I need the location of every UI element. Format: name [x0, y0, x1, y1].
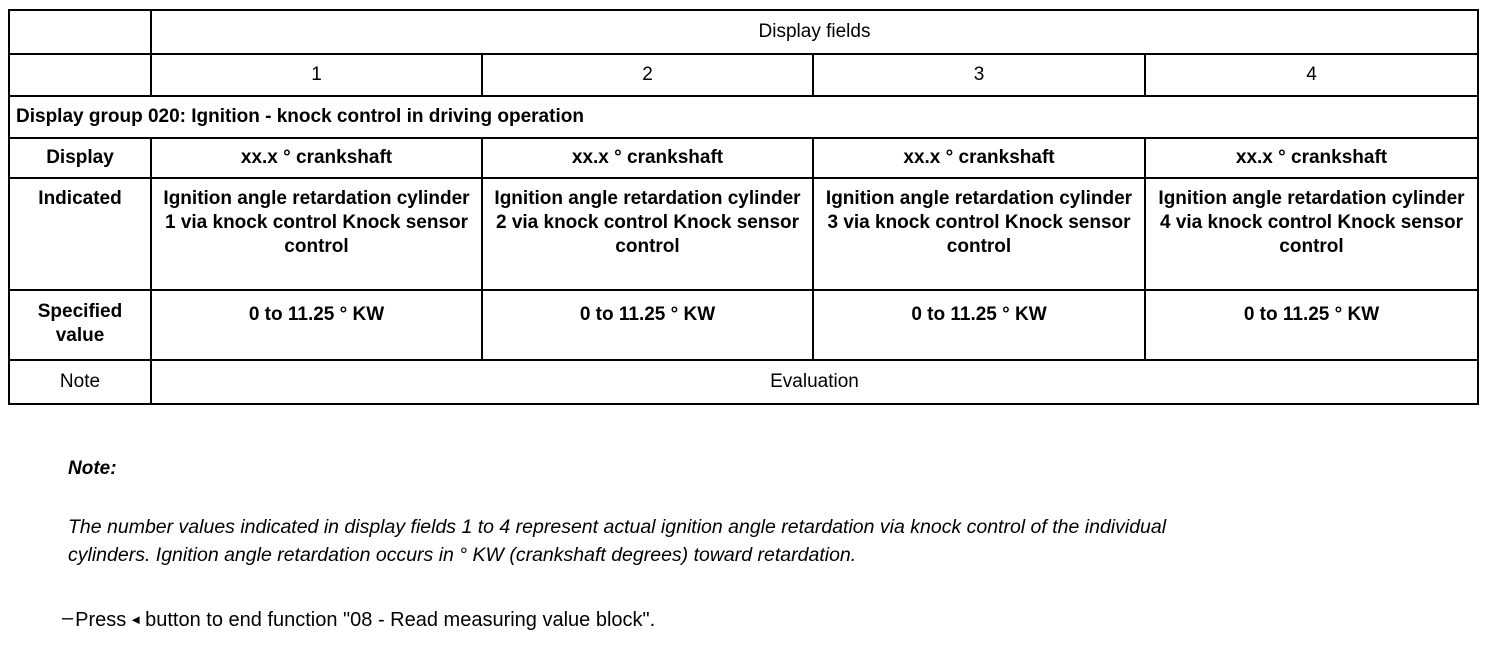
row-label-note: Note [8, 359, 152, 405]
specified-value-field-2: 0 to 11.25 ° KW [481, 289, 814, 361]
specified-value-field-4: 0 to 11.25 ° KW [1144, 289, 1479, 361]
note-heading: Note: [68, 458, 117, 479]
field-number-4: 4 [1144, 53, 1479, 97]
field-number-1: 1 [150, 53, 483, 97]
note-paragraph: The number values indicated in display f… [68, 514, 1438, 569]
table-row-indicated: Indicated Ignition angle retardation cyl… [8, 177, 1479, 291]
display-value-field-1: xx.x ° crankshaft [150, 137, 483, 179]
press-button-instruction: –Press◄button to end function "08 - Read… [62, 607, 655, 632]
display-value-field-4: xx.x ° crankshaft [1144, 137, 1479, 179]
indicated-value-field-4: Ignition angle retardation cylinder 4 vi… [1144, 177, 1479, 291]
row-label-display: Display [8, 137, 152, 179]
field-numbers-blank-cell [8, 53, 152, 97]
corner-blank-cell [8, 9, 152, 55]
display-fields-header-label: Display fields [150, 9, 1479, 55]
notes-section: Note: The number values indicated in dis… [68, 458, 1468, 569]
display-value-field-3: xx.x ° crankshaft [812, 137, 1146, 179]
row-label-indicated: Indicated [8, 177, 152, 291]
specified-value-field-1: 0 to 11.25 ° KW [150, 289, 483, 361]
press-instruction-prefix: Press [75, 609, 127, 631]
indicated-value-field-3: Ignition angle retardation cylinder 3 vi… [812, 177, 1146, 291]
field-number-2: 2 [481, 53, 814, 97]
note-paragraph-line-2: cylinders. Ignition angle retardation oc… [68, 543, 857, 566]
note-row-value: Evaluation [150, 359, 1479, 405]
table-row-display-fields-header: Display fields [8, 9, 1479, 55]
bullet-dash-icon: – [62, 607, 74, 629]
indicated-value-field-1: Ignition angle retardation cylinder 1 vi… [150, 177, 483, 291]
left-arrow-icon: ◄ [129, 612, 143, 627]
display-value-field-2: xx.x ° crankshaft [481, 137, 814, 179]
table-row-display-group: Display group 020: Ignition - knock cont… [8, 95, 1479, 139]
field-number-3: 3 [812, 53, 1146, 97]
table-row-specified-value: Specified value 0 to 11.25 ° KW 0 to 11.… [8, 289, 1479, 361]
row-label-specified-value: Specified value [8, 289, 152, 361]
table-row-field-numbers: 1 2 3 4 [8, 53, 1479, 97]
specified-value-field-3: 0 to 11.25 ° KW [812, 289, 1146, 361]
press-instruction-suffix: button to end function "08 - Read measur… [145, 609, 656, 631]
table-row-display: Display xx.x ° crankshaft xx.x ° cranksh… [8, 137, 1479, 179]
table-row-note: Note Evaluation [8, 359, 1479, 405]
note-paragraph-line-1: The number values indicated in display f… [68, 516, 1167, 538]
measuring-value-block-table: Display fields 1 2 3 4 Display group 020… [8, 9, 1479, 405]
display-group-label: Display group 020: Ignition - knock cont… [8, 95, 1479, 139]
indicated-value-field-2: Ignition angle retardation cylinder 2 vi… [481, 177, 814, 291]
